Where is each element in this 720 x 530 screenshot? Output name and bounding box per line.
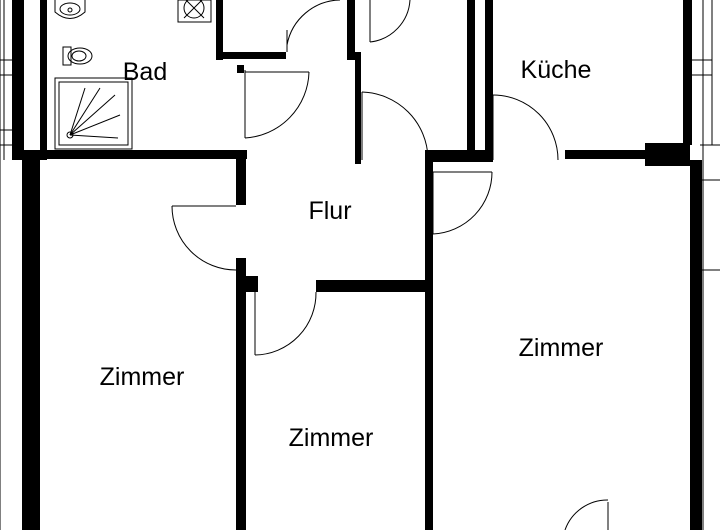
wall-hall-bottom-left	[240, 276, 258, 292]
door-bath	[244, 70, 310, 139]
bathroom-fixtures	[54, 0, 212, 150]
wall-left-lower	[22, 150, 40, 530]
door-zimmer-right	[432, 171, 493, 235]
walls	[12, 0, 702, 530]
sink-icon	[54, 0, 86, 19]
wall-kitchen-bottom-left	[425, 150, 493, 162]
wall-kitchen-left-2	[485, 0, 493, 160]
shower-icon	[54, 77, 133, 150]
toilet-icon	[62, 46, 93, 66]
wall-block-right	[645, 143, 690, 166]
room-label-bad: Bad	[123, 58, 167, 86]
wall-hall-right	[425, 160, 433, 530]
door-storage-top-right	[369, 0, 411, 43]
wall-kitchen-bottom-right	[565, 150, 653, 159]
door-zimmer-middle	[254, 291, 317, 356]
wall-kitchen-left	[467, 0, 475, 160]
door-storage-hall	[361, 91, 429, 160]
washing-machine-icon	[177, 0, 212, 23]
wall-right-upper	[683, 0, 692, 145]
room-label-flur: Flur	[308, 197, 351, 225]
wall-storage-door-jamb	[355, 52, 361, 164]
door-bottom-right	[564, 499, 609, 530]
wall-bath-bottom	[22, 150, 247, 159]
wall-bath-top-right	[216, 52, 286, 59]
wall-right-lower	[690, 160, 702, 530]
wall-left-upper	[12, 0, 24, 160]
wall-bath-left	[40, 0, 47, 160]
door-storage-top	[286, 0, 341, 52]
room-label-zimmer-right: Zimmer	[519, 334, 604, 362]
wall-hall-bottom-right	[316, 280, 433, 292]
wall-bath-right-upper	[216, 0, 223, 60]
room-label-kueche: Küche	[521, 56, 592, 84]
room-label-zimmer-middle: Zimmer	[289, 424, 374, 452]
wall-zimmer-divider	[236, 292, 246, 530]
room-labels: Bad Küche Flur Zimmer Zimmer Zimmer	[100, 56, 604, 452]
room-label-zimmer-left: Zimmer	[100, 363, 185, 391]
door-kitchen	[492, 94, 559, 161]
wall-storage-left	[347, 0, 355, 60]
wall-stub-a	[237, 65, 244, 73]
doors	[171, 0, 609, 530]
wall-hall-left-upper	[236, 150, 246, 205]
door-zimmer-left	[171, 205, 237, 271]
